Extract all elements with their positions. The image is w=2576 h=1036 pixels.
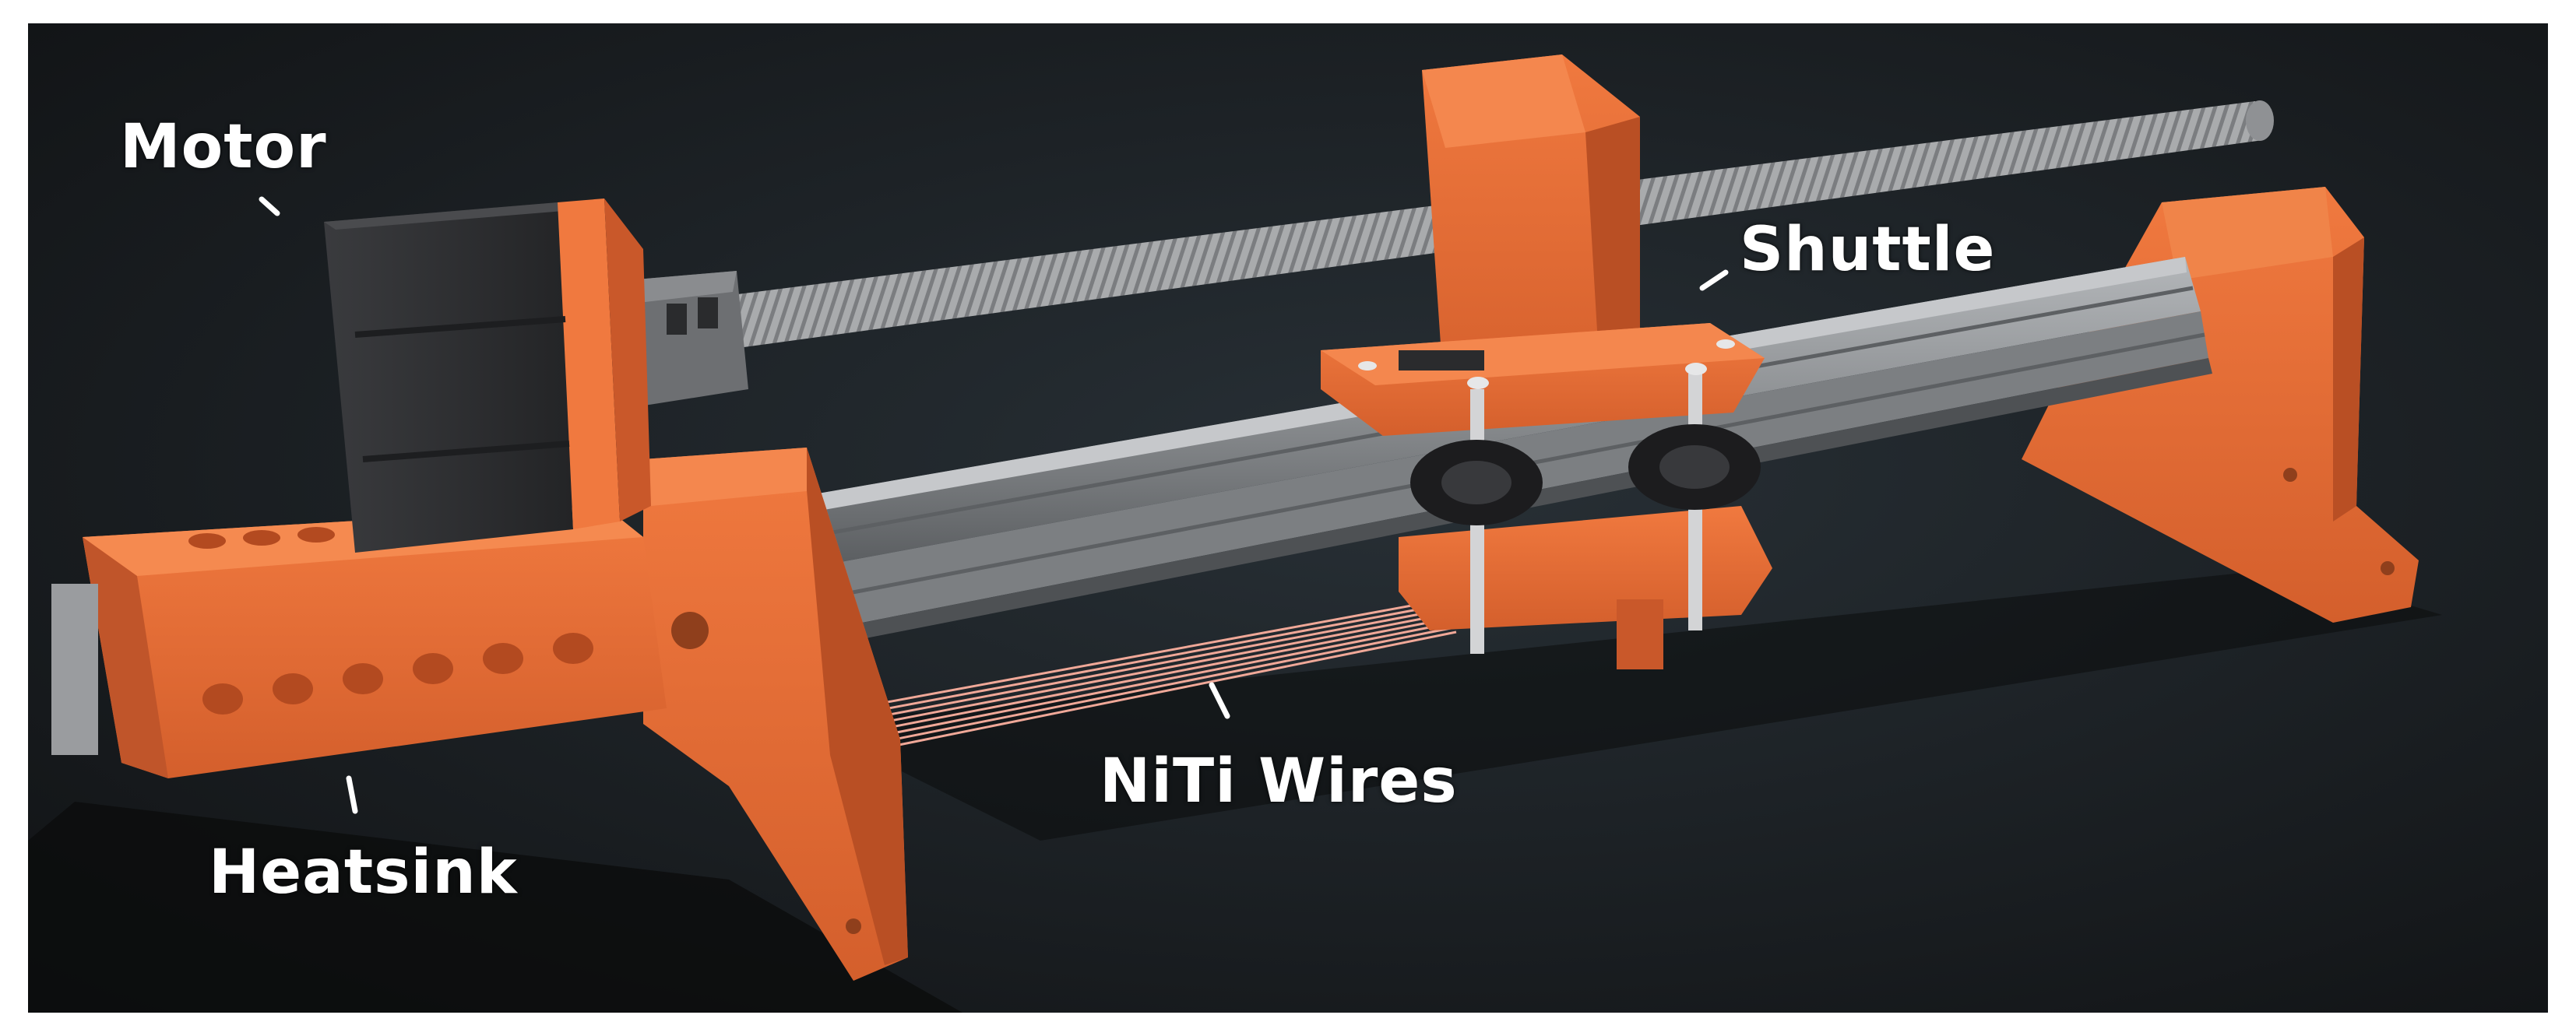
actuator-illustration	[28, 23, 2548, 1013]
stepper-motor	[324, 198, 651, 553]
leader-lines	[259, 196, 1729, 814]
floor-shadow-left	[28, 802, 962, 1013]
left-end-support	[643, 448, 908, 981]
shuttle-carriage	[1321, 54, 1772, 669]
leader-niti-wires	[1209, 682, 1230, 719]
floor-shadow-right	[807, 568, 2442, 841]
leader-motor	[259, 196, 280, 216]
heatsink-label: Heatsink	[209, 838, 518, 908]
niti-wires-label: NiTi Wires	[1100, 746, 1458, 817]
shuttle-label: Shuttle	[1740, 215, 1996, 285]
shaft-coupler	[628, 271, 748, 406]
actuator-render: Motor Shuttle NiTi Wires Heatsink	[28, 23, 2548, 1013]
leader-heatsink	[346, 775, 358, 814]
motor-label: Motor	[120, 112, 327, 182]
leader-shuttle	[1699, 269, 1729, 291]
niti-wire-bundle	[853, 598, 1457, 753]
